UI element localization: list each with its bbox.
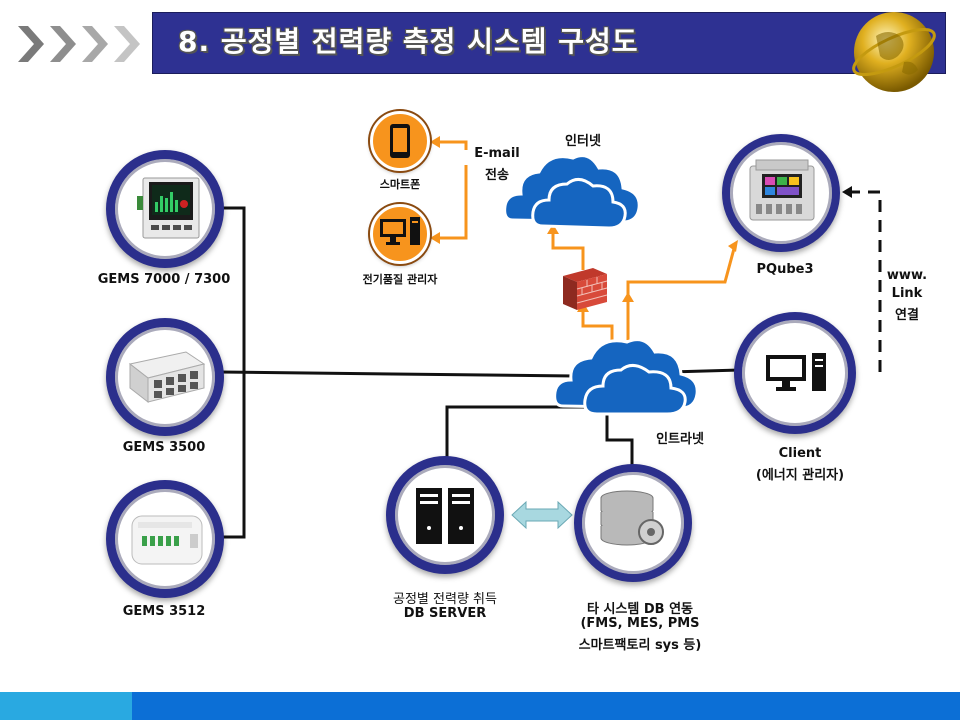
email-transfer-label: 전송 xyxy=(485,168,509,183)
chevron-arrows-icon xyxy=(18,26,140,62)
gems3500-image xyxy=(128,351,206,404)
othersys-label: 타 시스템 DB 연동 xyxy=(586,602,694,617)
globe-icon xyxy=(852,12,936,92)
footer-bar-light xyxy=(0,692,132,720)
email-label: E-mail xyxy=(474,146,520,161)
footer-bar-dark xyxy=(132,692,960,720)
cloud-icon xyxy=(503,154,641,230)
double-arrow-icon xyxy=(511,500,573,530)
pqube-image xyxy=(749,159,815,221)
header-bar xyxy=(152,12,946,74)
dbserver-node xyxy=(386,456,504,574)
smartphone-label: 스마트폰 xyxy=(379,178,421,191)
page-title: 8. 공정별 전력량 측정 시스템 구성도 xyxy=(178,25,639,58)
gems7000-label: GEMS 7000 / 7300 xyxy=(97,272,231,287)
dbserver-label: 공정별 전력량 취득 xyxy=(393,592,497,607)
connect-label: 연결 xyxy=(895,308,919,323)
client-label: Client xyxy=(778,446,822,461)
www-label: www. xyxy=(886,268,928,283)
firewall-icon xyxy=(563,268,608,310)
dbserver-name-label: DB SERVER xyxy=(403,606,487,621)
gems7000-image xyxy=(137,177,200,239)
client-monitor-icon xyxy=(766,353,826,391)
gems3500-label: GEMS 3500 xyxy=(122,440,206,455)
smartphone-icon xyxy=(390,124,410,158)
intranet-cloud-icon xyxy=(553,338,699,416)
monitor-icon xyxy=(380,217,420,245)
manager-label: 전기품질 관리자 xyxy=(362,273,438,286)
gems3512-image xyxy=(131,515,203,565)
link-label: Link xyxy=(891,286,923,301)
othersys-list-label: (FMS, MES, PMS xyxy=(580,616,700,631)
client-role-label: (에너지 관리자) xyxy=(755,468,845,483)
database-icon xyxy=(600,490,664,546)
server-icon xyxy=(416,488,474,544)
internet-label: 인터넷 xyxy=(565,134,601,149)
pqube-label: PQube3 xyxy=(756,262,814,277)
gems3512-label: GEMS 3512 xyxy=(122,604,206,619)
intranet-label: 인트라넷 xyxy=(656,432,704,447)
othersys-smart-label: 스마트팩토리 sys 등) xyxy=(578,638,702,653)
